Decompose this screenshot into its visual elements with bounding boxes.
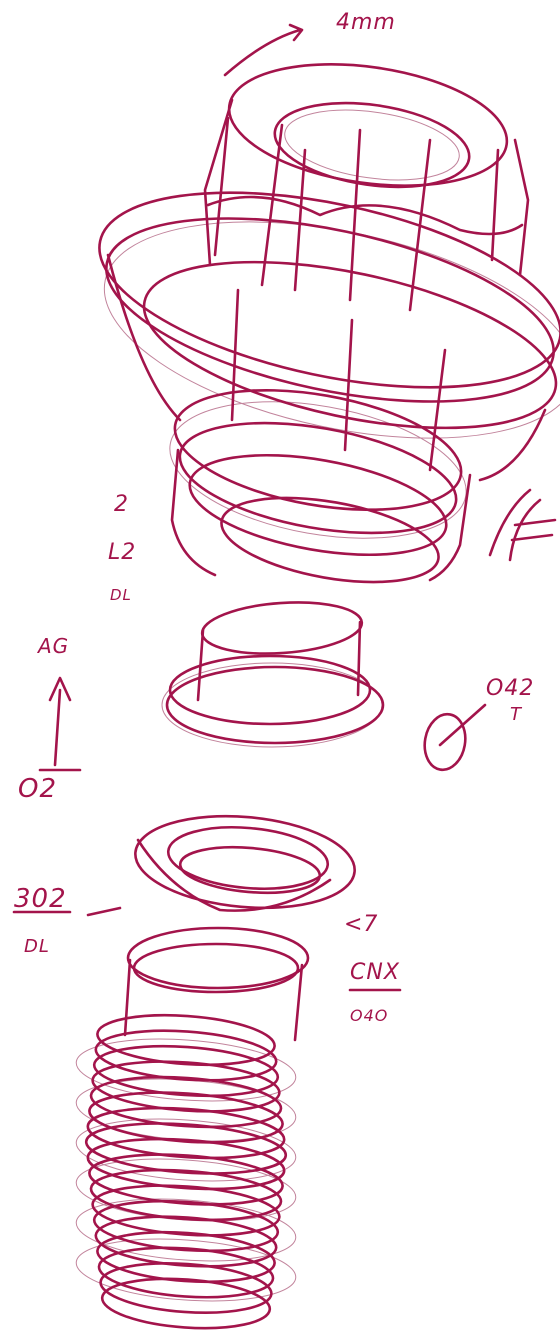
note-circle-sub: T (510, 704, 522, 725)
thread-ring-8 (84, 1122, 288, 1175)
note-left-sub: DL (24, 936, 50, 957)
cup-top-ellipse (200, 601, 364, 655)
nut-bottom-curve (206, 195, 524, 236)
note-arrow-top: AG (38, 634, 70, 658)
thread-ring-6 (88, 1091, 284, 1144)
circle-marker (423, 712, 467, 772)
thread-ring-14 (94, 1215, 278, 1268)
thread-faint-3 (75, 1118, 297, 1182)
thread-ring-5 (89, 1075, 283, 1129)
nut-side-lines (203, 98, 530, 277)
body-ring-1 (173, 388, 463, 512)
circle-leader (438, 703, 487, 747)
nut-inner-rim-2 (284, 109, 460, 181)
left-arrow-line (86, 906, 122, 917)
flange-mid-ellipse (142, 260, 558, 430)
thread-ring-16 (97, 1246, 275, 1299)
thread-ring-12 (91, 1184, 281, 1237)
thread-faint-6 (75, 1238, 297, 1302)
thread-faint-1 (75, 1038, 297, 1102)
body-side-lines (170, 448, 472, 582)
side-hash-mark (488, 488, 557, 562)
note-right-bracket: <7 (344, 912, 379, 937)
note-top-measure: 4mm (336, 10, 396, 35)
thread-ring-10 (88, 1153, 284, 1206)
note-left-code: 302 (14, 884, 67, 914)
nut-inner-rim (273, 101, 471, 189)
washer-inner-2 (178, 845, 322, 895)
thread-ring-17 (99, 1262, 273, 1314)
cup-mid-ellipse (168, 654, 372, 726)
bolt-top-sides (123, 958, 304, 1042)
cup-ring-ellipse (165, 665, 385, 745)
note-right-code: CNX (350, 960, 400, 985)
thread-ring-4 (91, 1060, 281, 1113)
flange-side-lines (106, 253, 547, 482)
thread-ring-9 (86, 1137, 286, 1191)
nut-top-rim (227, 63, 509, 187)
washer-bottom-curve (136, 838, 332, 912)
cup-side-lines (196, 620, 362, 702)
cup-outer-ellipse (161, 662, 383, 748)
bolt-top-ellipse-2 (132, 942, 300, 994)
thread-ring-3 (92, 1044, 280, 1098)
body-bottom-ellipse (220, 496, 440, 584)
thread-ring-11 (89, 1168, 283, 1222)
body-vertical-lines (230, 288, 447, 472)
ink-strokes (12, 23, 560, 1330)
nut-facet-lines (260, 123, 432, 312)
thread-faint-5 (75, 1198, 297, 1262)
thread-ring-15 (96, 1230, 276, 1284)
washer-inner (166, 826, 330, 890)
body-ring-2 (178, 421, 458, 535)
vertical-arrow (48, 676, 72, 767)
flange-top-ellipse-2 (105, 217, 555, 403)
thread-ring-7 (86, 1106, 286, 1160)
measure-arrow (288, 23, 304, 42)
thread-ring-18 (100, 1277, 272, 1330)
note-side-mark-1: 2 (114, 492, 129, 517)
thread-ring-13 (92, 1199, 280, 1253)
bolt-top-ellipse (126, 926, 310, 990)
note-circle-code: O42 (486, 676, 535, 701)
thread-ring-1 (96, 1013, 276, 1067)
note-right-sub: O4O (350, 1006, 389, 1025)
thread-ring-2 (94, 1029, 278, 1082)
note-side-mark-2: L2 (108, 540, 137, 565)
note-arrow-bottom: O2 (18, 774, 58, 804)
washer-outer (134, 814, 356, 910)
measure-arc (223, 28, 302, 77)
body-ring-3 (188, 453, 448, 557)
note-side-mark-3: DL (110, 586, 132, 604)
